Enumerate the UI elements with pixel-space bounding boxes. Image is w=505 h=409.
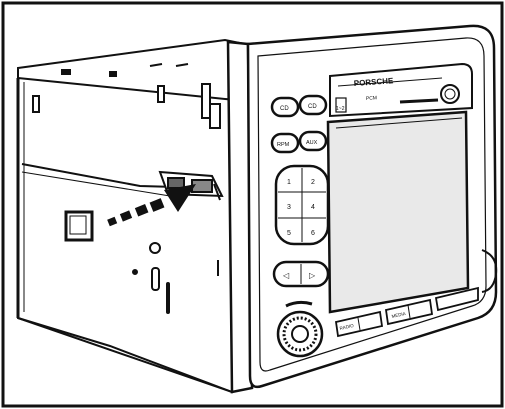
label-right-small: 1~2	[336, 106, 345, 112]
preset-label-4: 4	[311, 204, 315, 211]
preset-label-1: 1	[287, 179, 291, 186]
faceplate-side	[226, 40, 254, 394]
preset-label-5: 5	[287, 230, 291, 237]
display-screen	[326, 110, 470, 314]
label-top-left-b: CD	[308, 104, 317, 110]
button-rpm	[270, 132, 300, 154]
seek-label-right: ▷	[309, 271, 316, 280]
cd-slot-panel	[329, 62, 473, 118]
bar-label-b: MEDIA	[391, 311, 406, 319]
button-cd-b	[298, 94, 328, 116]
seek-label-left: ◁	[283, 271, 290, 280]
preset-label-2: 2	[311, 179, 315, 186]
bar-label-a: RADIO	[339, 323, 354, 331]
label-top-left-a: CD	[280, 106, 289, 112]
brand-label: PORSCHE	[354, 76, 395, 88]
button-aux	[298, 130, 328, 152]
brand-sub-label: PCM	[366, 95, 378, 102]
preset-label-6: 6	[311, 230, 315, 237]
label-mid-left-b: AUX	[306, 140, 318, 146]
chassis	[16, 38, 247, 394]
preset-label-3: 3	[287, 204, 291, 211]
button-cd-a	[270, 96, 300, 118]
label-mid-left-a: RPM	[277, 142, 290, 148]
faceplate	[226, 24, 498, 394]
insertion-arrow	[107, 184, 196, 227]
